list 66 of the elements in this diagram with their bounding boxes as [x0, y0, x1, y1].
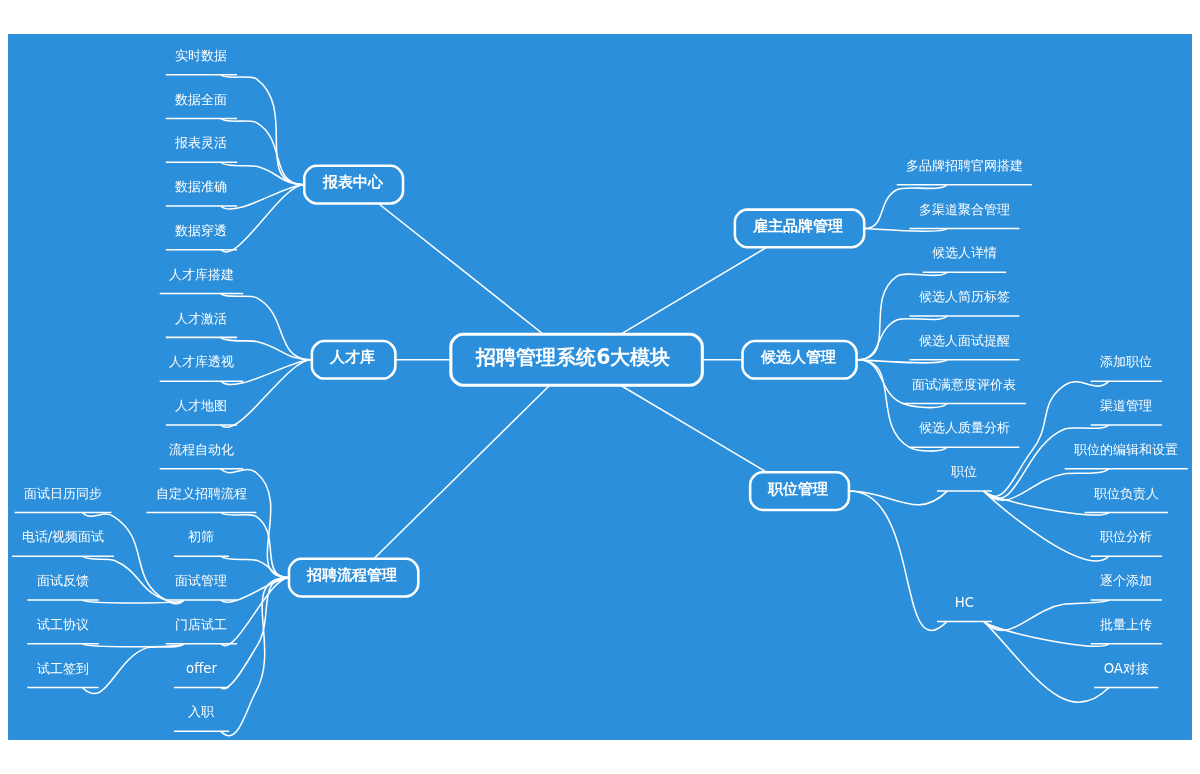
- node-text: 入职: [188, 704, 215, 720]
- node-text: 候选人详情: [931, 245, 997, 261]
- node-text: 试工签到: [36, 660, 89, 676]
- node-text: 多品牌招聘官网搭建: [905, 157, 1023, 173]
- node-text: 人才激活: [175, 310, 228, 326]
- node-text: 职位分析: [1100, 529, 1153, 545]
- node-text: 数据准确: [175, 179, 228, 195]
- node-text: 初筛: [188, 529, 215, 545]
- connector: [81, 555, 185, 605]
- node-text: HC: [954, 594, 975, 610]
- connector: [220, 183, 305, 253]
- node-text: 职位负责人: [1093, 485, 1159, 501]
- node-text: 候选人面试提醒: [918, 332, 1010, 348]
- node-text: 数据穿透: [175, 222, 228, 238]
- node-text: 批量上传: [1100, 616, 1153, 632]
- node-text: 实时数据: [175, 47, 228, 63]
- connector: [701, 359, 744, 361]
- node-text: 门店试工: [175, 616, 228, 632]
- connector: [377, 202, 545, 335]
- node-text: 自定义招聘流程: [155, 485, 247, 501]
- node-text: 面试反馈: [36, 573, 89, 589]
- node-text: 流程自动化: [168, 441, 234, 457]
- node-text: 人才库搭建: [168, 266, 234, 282]
- connector: [619, 384, 768, 473]
- node-text: 试工协议: [36, 616, 89, 632]
- node-text: 职位: [951, 464, 978, 480]
- connector: [856, 359, 948, 452]
- node-text: 面试日历同步: [23, 485, 102, 501]
- node-text: 候选人简历标签: [918, 289, 1010, 305]
- node-box: 招聘流程管理: [287, 557, 420, 598]
- node-text: 职位的编辑和设置: [1074, 441, 1179, 457]
- connector: [220, 576, 290, 737]
- connector: [983, 620, 1110, 704]
- connector: [619, 246, 768, 336]
- node-text: 面试管理: [175, 573, 228, 589]
- node-box: 职位管理: [748, 471, 851, 512]
- node-text: 人才库透视: [168, 354, 234, 370]
- node-text: 逐个添加: [1100, 573, 1153, 589]
- node-text: 候选人质量分析: [918, 420, 1010, 436]
- node-text: 电话/视频面试: [21, 529, 105, 545]
- node-text: OA对接: [1103, 660, 1149, 676]
- connector: [81, 511, 185, 605]
- node-box: 报表中心: [303, 164, 405, 205]
- connector: [220, 576, 290, 690]
- node-box: 雇主品牌管理: [733, 208, 866, 249]
- connector: [983, 490, 1110, 516]
- connector: [863, 227, 948, 233]
- node-text: 添加职位: [1100, 354, 1153, 370]
- node-text: 面试满意度评价表: [912, 376, 1017, 392]
- node-text: 报表灵活: [175, 135, 228, 151]
- node-box: 候选人管理: [741, 339, 858, 380]
- connector: [848, 490, 948, 631]
- node-text: 多渠道聚合管理: [918, 201, 1010, 217]
- connector: [220, 359, 312, 429]
- connector: [863, 183, 948, 230]
- connector: [394, 359, 452, 361]
- connector: [983, 490, 1110, 562]
- node-box: 人才库: [310, 339, 397, 380]
- connector: [81, 599, 185, 604]
- node-text: 人才地图: [175, 398, 228, 414]
- node-text: offer: [186, 660, 217, 676]
- node-text: 数据全面: [175, 91, 228, 107]
- node-box: 招聘管理系统6大模块: [449, 332, 704, 387]
- connector: [983, 620, 1110, 648]
- connector: [373, 384, 551, 560]
- node-text: 渠道管理: [1100, 398, 1153, 414]
